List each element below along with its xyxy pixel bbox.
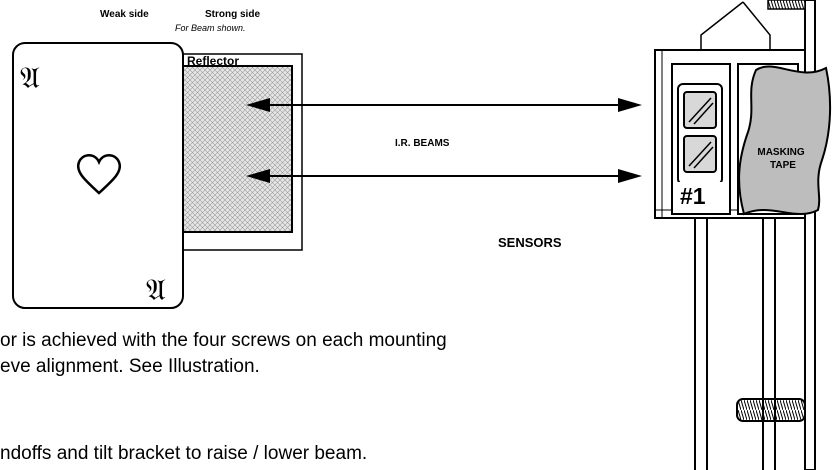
weak-side-label: Weak side (100, 9, 149, 20)
instruction-line-2: eve alignment. See Illustration. (0, 356, 260, 377)
tape-label-line1: MASKING (757, 147, 804, 158)
card-rank-top: 𝔄 (20, 61, 40, 96)
playing-card: 𝔄 𝔄 (12, 42, 184, 309)
instruction-line-3: ndoffs and tilt bracket to raise / lower… (0, 443, 368, 464)
reflector-label: Reflector (187, 54, 239, 68)
ir-beams-label: I.R. BEAMS (395, 138, 450, 149)
beam-note-label: For Beam shown. (175, 23, 246, 33)
heart-icon (76, 154, 122, 195)
instruction-line-1: or is achieved with the four screws on e… (0, 330, 447, 351)
sensor-number-label: #1 (680, 183, 706, 209)
sensors-title: SENSORS (498, 235, 562, 250)
tape-label-line2: TAPE (770, 160, 796, 171)
reflector: Reflector (175, 53, 303, 251)
card-rank-bottom: 𝔄 (146, 273, 166, 308)
strong-side-label: Strong side (205, 9, 260, 20)
ir-beam-top (246, 98, 642, 112)
sensor-assembly: #1 MASKING TAPE (654, 0, 832, 470)
ir-beam-bottom (246, 169, 642, 183)
masking-tape (738, 65, 832, 216)
